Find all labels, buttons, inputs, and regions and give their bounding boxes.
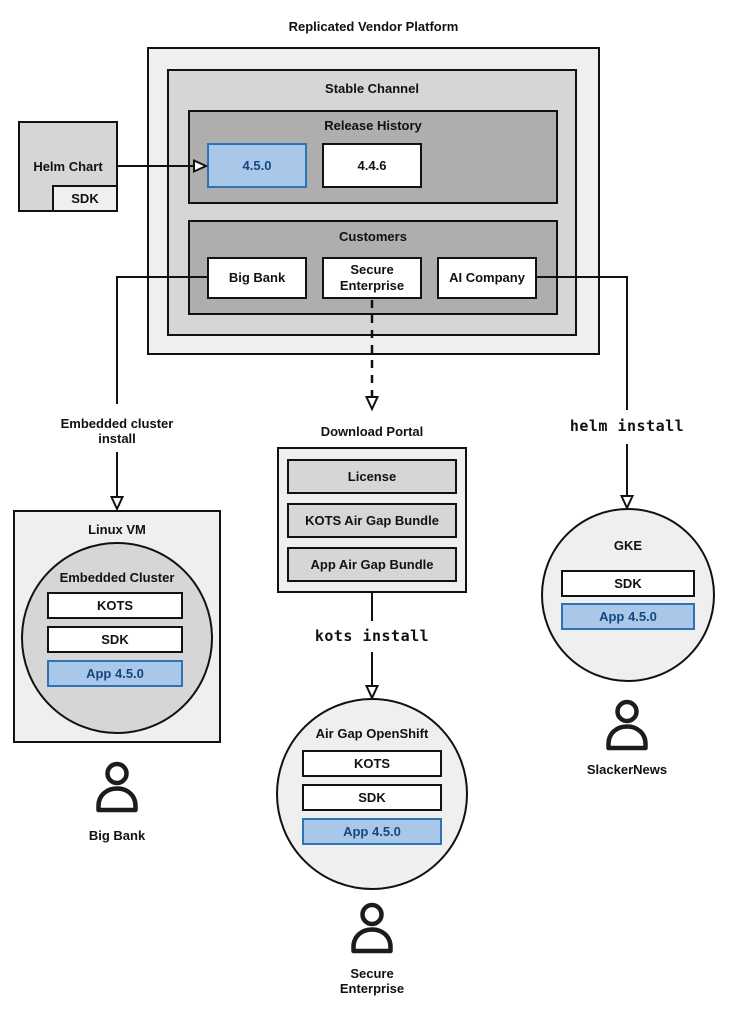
- embedded-sdk-box: SDK: [47, 626, 183, 653]
- portal-item-app-airgap-bundle: App Air Gap Bundle: [287, 547, 457, 582]
- helm-chart-sdk-box: SDK: [52, 185, 118, 212]
- openshift-kots-box: KOTS: [302, 750, 442, 777]
- linux-vm-title: Linux VM: [88, 522, 146, 537]
- secure-enterprise-user-icon: [351, 902, 393, 954]
- slackernews-user-icon: [606, 699, 648, 751]
- customer-ai-company: AI Company: [437, 257, 537, 299]
- gke-title: GKE: [613, 538, 643, 553]
- release-history-title: Release History: [324, 118, 422, 133]
- embedded-cluster-title: Embedded Cluster: [59, 570, 175, 585]
- helm-install-label: helm install: [569, 417, 685, 435]
- platform-title: Replicated Vendor Platform: [288, 19, 459, 34]
- openshift-sdk-box: SDK: [302, 784, 442, 811]
- kots-install-line: [364, 593, 380, 701]
- slackernews-user-label: SlackerNews: [586, 762, 668, 777]
- embedded-kots-box: KOTS: [47, 592, 183, 619]
- release-box-450: 4.5.0: [207, 143, 307, 188]
- secure-enterprise-user-label: Secure Enterprise: [339, 966, 405, 996]
- customer-big-bank: Big Bank: [207, 257, 307, 299]
- embedded-cluster-install-label: Embedded cluster install: [60, 416, 174, 446]
- big-bank-user-label: Big Bank: [88, 828, 146, 843]
- openshift-app-box: App 4.5.0: [302, 818, 442, 845]
- stable-channel-title: Stable Channel: [325, 81, 419, 96]
- kots-install-label: kots install: [314, 627, 430, 645]
- air-gap-openshift-title: Air Gap OpenShift: [315, 726, 429, 741]
- portal-item-kots-airgap-bundle: KOTS Air Gap Bundle: [287, 503, 457, 538]
- download-portal-title: Download Portal: [320, 424, 424, 439]
- customer-secure-enterprise: Secure Enterprise: [322, 257, 422, 299]
- portal-item-license: License: [287, 459, 457, 494]
- embedded-app-box: App 4.5.0: [47, 660, 183, 687]
- gke-app-box: App 4.5.0: [561, 603, 695, 630]
- release-box-446: 4.4.6: [322, 143, 422, 188]
- customers-title: Customers: [339, 229, 407, 244]
- big-bank-user-icon: [96, 761, 138, 813]
- gke-sdk-box: SDK: [561, 570, 695, 597]
